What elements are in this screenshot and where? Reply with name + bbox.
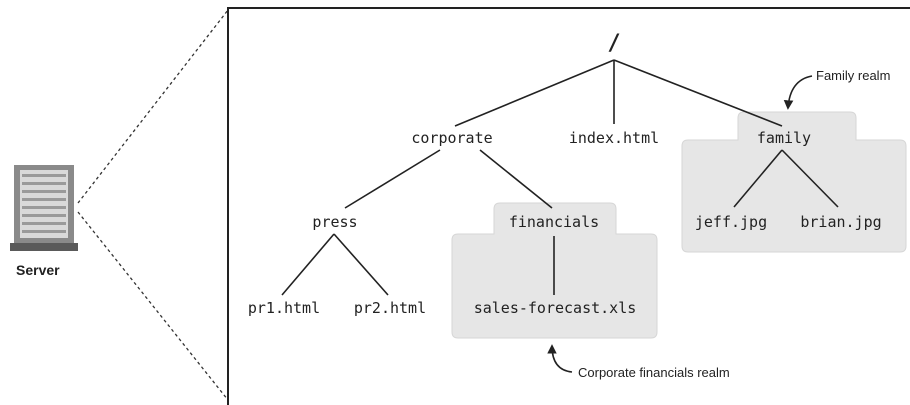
family-realm-area <box>681 111 907 253</box>
node-brian-jpg: brian.jpg <box>800 213 881 231</box>
edge-root-corporate <box>454 59 615 127</box>
family-realm-label: Family realm <box>816 68 890 83</box>
node-pr1-html: pr1.html <box>248 299 320 317</box>
node-financials: financials <box>509 213 599 231</box>
edge-corporate-press <box>344 149 441 209</box>
edge-root-family <box>613 59 783 127</box>
financials-realm-label: Corporate financials realm <box>578 365 730 380</box>
node-sales-forecast-xls: sales-forecast.xls <box>474 299 637 317</box>
edge-press-pr1 <box>281 233 335 296</box>
zoom-line-bottom <box>77 211 229 401</box>
node-press: press <box>312 213 357 231</box>
node-pr2-html: pr2.html <box>354 299 426 317</box>
node-index-html: index.html <box>569 129 659 147</box>
server-label: Server <box>16 262 60 278</box>
edge-family-jeff <box>733 149 783 208</box>
family-realm-arrow <box>783 75 813 110</box>
node-family: family <box>757 129 811 147</box>
edge-corporate-financials <box>479 149 553 209</box>
server-icon <box>10 165 78 251</box>
node-corporate: corporate <box>411 129 492 147</box>
financials-realm-arrow <box>547 344 573 373</box>
node-root: / <box>607 31 620 56</box>
edge-family-brian <box>781 149 839 208</box>
zoom-line-top <box>77 9 229 204</box>
edge-press-pr2 <box>333 233 389 296</box>
node-jeff-jpg: jeff.jpg <box>695 213 767 231</box>
